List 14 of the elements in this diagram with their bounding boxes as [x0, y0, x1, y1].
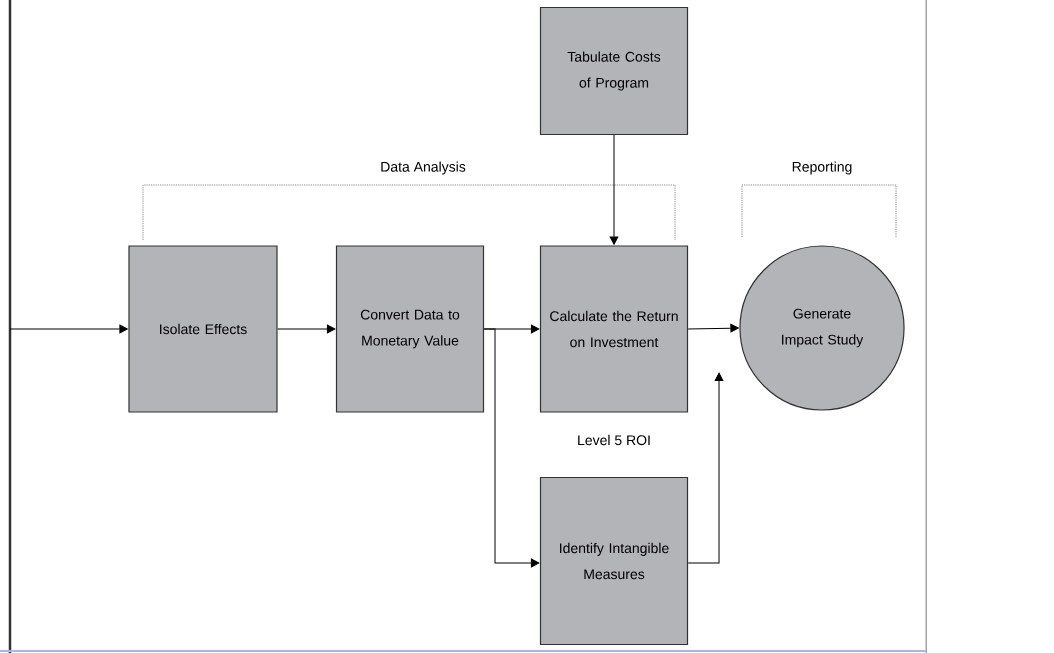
- arrow: [277, 324, 336, 334]
- arrow: [687, 323, 739, 333]
- process-box: Identify Intangible Measures: [539, 476, 689, 646]
- process-box: Calculate the Return on Investment: [539, 245, 689, 413]
- section-label: Data Analysis: [381, 161, 466, 175]
- arrow: [609, 134, 619, 245]
- section-label: Level 5 ROI: [578, 434, 650, 446]
- arrow: [483, 328, 540, 568]
- arrow: [9, 324, 128, 334]
- section-label: Reporting: [792, 161, 852, 175]
- process-box: Isolate Effects: [128, 245, 278, 413]
- process-box: Tabulate Costs of Program: [539, 6, 689, 136]
- process-box: Convert Data to Monetary Value: [335, 245, 485, 413]
- arrow: [687, 372, 724, 564]
